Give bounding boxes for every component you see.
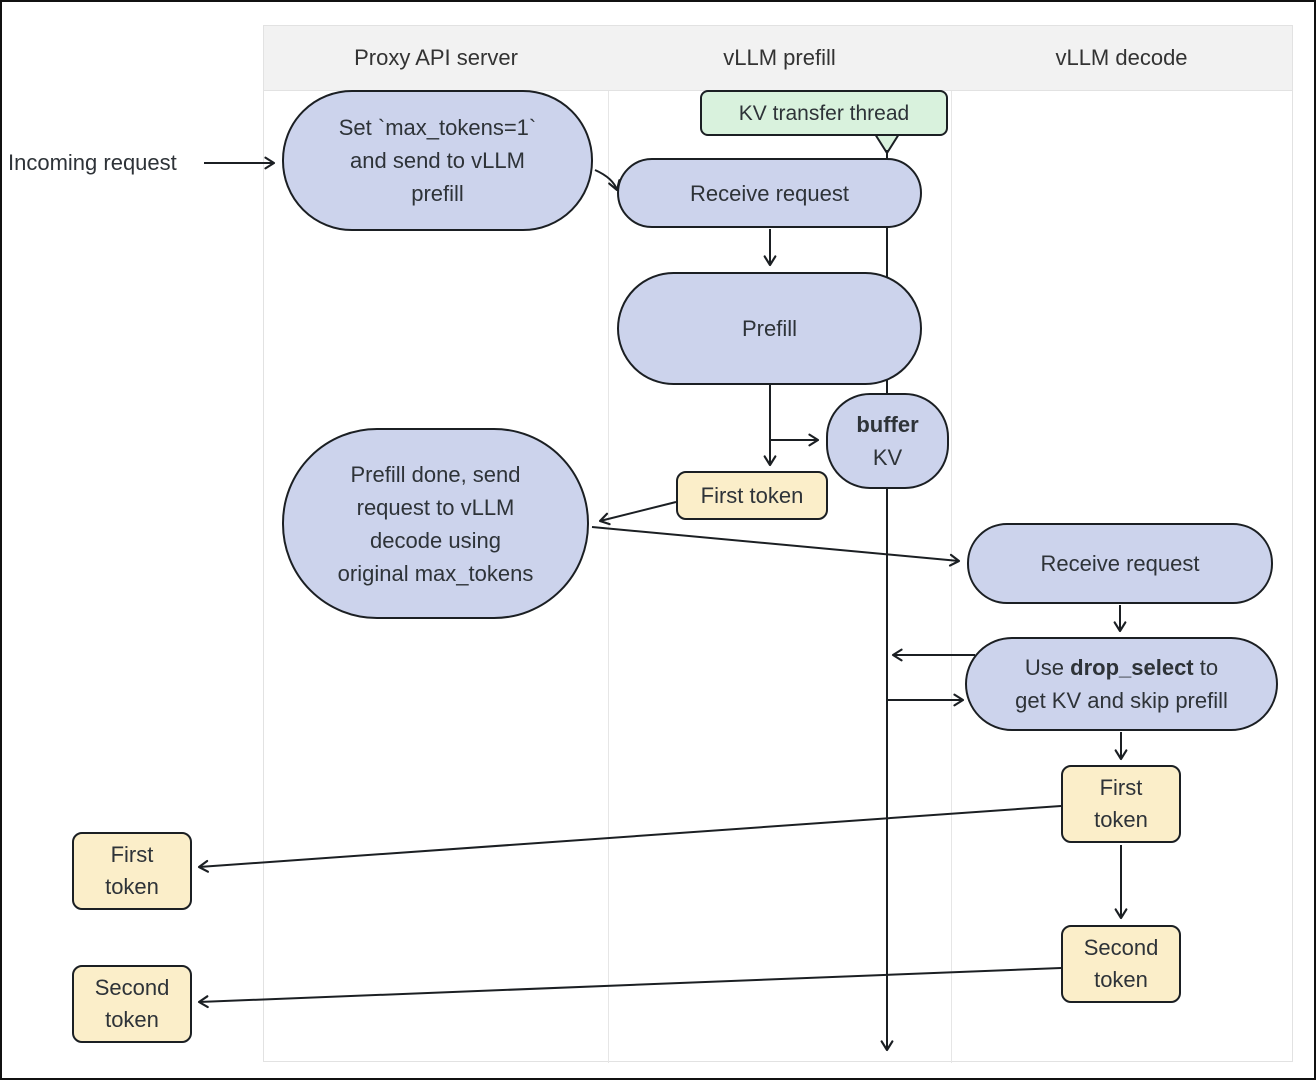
node-prefill-done-line3: decode using bbox=[370, 527, 501, 553]
node-second-token-decode-line2: token bbox=[1094, 967, 1148, 992]
node-second-token-output-line2: token bbox=[105, 1007, 159, 1032]
node-second-token-decode-line1: Second bbox=[1083, 935, 1159, 960]
node-set-max-tokens-line1: Set `max_tokens=1` bbox=[338, 115, 537, 140]
node-prefill-done-line4: original max_tokens bbox=[337, 560, 534, 586]
node-second-token-decode: Second token bbox=[1061, 925, 1181, 1003]
node-buffer-kv-line2: KV bbox=[872, 445, 903, 470]
edge-second-token-to-output bbox=[197, 967, 1062, 1009]
node-set-max-tokens: Set `max_tokens=1` and send to vLLM pref… bbox=[282, 90, 593, 231]
node-receive-request-decode-label: Receive request bbox=[1040, 551, 1200, 576]
node-receive-request-decode: Receive request bbox=[967, 523, 1273, 604]
node-drop-select: Use drop_select to get KV and skip prefi… bbox=[965, 637, 1278, 731]
node-first-token-output-line1: First bbox=[110, 842, 154, 867]
node-buffer-kv-line1: buffer bbox=[856, 412, 919, 437]
node-receive-request-prefill: Receive request bbox=[617, 158, 922, 228]
node-buffer-kv: buffer KV bbox=[826, 393, 949, 489]
node-drop-select-line1-post: to bbox=[1193, 655, 1219, 680]
node-first-token-decode-line2: token bbox=[1094, 807, 1148, 832]
node-drop-select-line2: get KV and skip prefill bbox=[1015, 688, 1228, 713]
lane-title-proxy: Proxy API server bbox=[354, 45, 518, 70]
node-first-token-output: First token bbox=[72, 832, 192, 910]
lane-title-vllm-prefill: vLLM prefill bbox=[723, 45, 836, 70]
node-prefill-done-line2: request to vLLM bbox=[356, 494, 515, 520]
edge-set-to-receive-prefill bbox=[594, 169, 621, 192]
lane-divider-2 bbox=[951, 26, 952, 1063]
callout-kv-transfer-thread: KV transfer thread bbox=[700, 90, 948, 136]
node-drop-select-line1-pre: Use bbox=[1024, 655, 1071, 680]
label-incoming-request: Incoming request bbox=[8, 150, 177, 175]
node-set-max-tokens-line2: and send to vLLM bbox=[350, 148, 525, 173]
node-first-token-decode: First token bbox=[1061, 765, 1181, 843]
edge-prefill-done-to-receive-decode bbox=[591, 526, 961, 567]
lane-title-vllm-decode: vLLM decode bbox=[1055, 45, 1188, 70]
node-first-token-decode-line1: First bbox=[1099, 775, 1143, 800]
node-drop-select-line1-bold: drop_select bbox=[1070, 655, 1194, 680]
lane-header-row: Proxy API server vLLM prefill vLLM decod… bbox=[264, 26, 1292, 91]
node-prefill: Prefill bbox=[617, 272, 922, 385]
node-prefill-label: Prefill bbox=[741, 316, 797, 341]
edge-first-token-to-output bbox=[197, 805, 1062, 873]
callout-kv-transfer-thread-label: KV transfer thread bbox=[738, 101, 910, 125]
node-first-token-prefill-label: First token bbox=[700, 482, 804, 508]
node-first-token-prefill: First token bbox=[676, 471, 828, 520]
node-second-token-output: Second token bbox=[72, 965, 192, 1043]
node-prefill-done-line1: Prefill done, send bbox=[350, 461, 521, 487]
node-prefill-done: Prefill done, send request to vLLM decod… bbox=[282, 428, 589, 619]
lane-divider-1 bbox=[608, 26, 609, 1063]
node-drop-select-line1: Use drop_select to bbox=[1025, 651, 1218, 684]
edge-first-token-to-prefill-done bbox=[598, 501, 677, 526]
node-receive-request-prefill-label: Receive request bbox=[690, 180, 849, 206]
node-set-max-tokens-line3: prefill bbox=[411, 181, 464, 206]
node-second-token-output-line1: Second bbox=[94, 975, 170, 1000]
node-first-token-output-line2: token bbox=[105, 874, 159, 899]
